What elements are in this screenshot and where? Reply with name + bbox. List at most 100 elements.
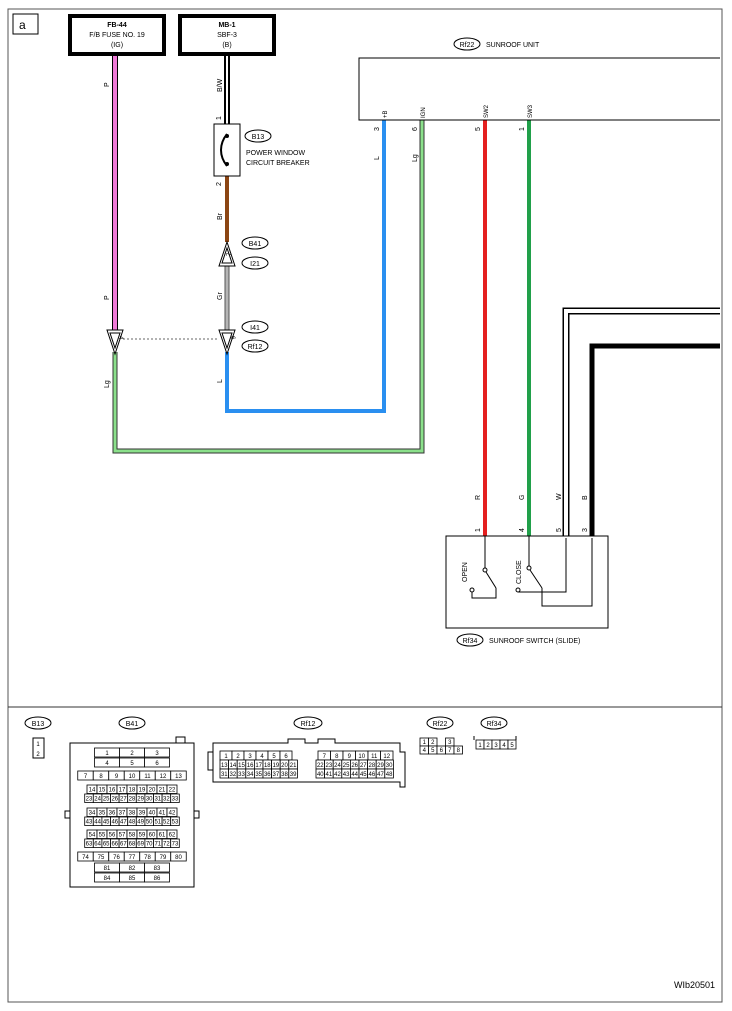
- b41-pin-32-label: 32: [163, 797, 170, 803]
- rf12-pin-29-label: 29: [377, 763, 384, 769]
- connector-i41-rf12: [218, 329, 236, 356]
- b41-pin-80-label: 80: [175, 855, 182, 861]
- b41-pin-26-label: 26: [111, 797, 118, 803]
- switch-open-label: OPEN: [462, 562, 469, 582]
- b41-pin-42-label: 42: [169, 811, 176, 817]
- rf12-pin-24-label: 24: [334, 763, 341, 769]
- wire-label-lg-left: Lg: [104, 380, 111, 388]
- fuse-mb1-code: MB-1: [218, 22, 235, 29]
- cv-b41-tag-oval: [118, 716, 146, 730]
- switch-internal-wiring: [469, 536, 593, 607]
- switch-pin-g: 4: [519, 528, 526, 532]
- b41-pin-44-label: 44: [94, 820, 101, 826]
- b41-pin-2-label: 2: [130, 751, 134, 757]
- b41-pin-38-label: 38: [129, 811, 136, 817]
- cv-rf12-tag-oval: [293, 716, 323, 730]
- fuse-mb1-sub: (B): [222, 42, 231, 49]
- b41-pin-4-label: 4: [105, 761, 109, 767]
- rf12-pin-23-label: 23: [326, 763, 333, 769]
- rf22-pin-1-label: 1: [423, 740, 427, 746]
- b41-pin-75-label: 75: [98, 855, 105, 861]
- b41-pin-5-label: 5: [130, 761, 134, 767]
- b41-pin-37-label: 37: [119, 811, 126, 817]
- rf34-pin-5-cell: [507, 739, 517, 750]
- wire-label-r: R: [475, 495, 482, 500]
- b41-pin-11-label: 11: [144, 774, 151, 780]
- rf34-pin-4-label: 4: [502, 743, 506, 749]
- b41-pin-7-label: 7: [84, 774, 88, 780]
- b41-pin-27-label: 27: [120, 797, 127, 803]
- b41-pin-18-label: 18: [129, 788, 136, 794]
- cv-b13-body: [32, 737, 45, 759]
- rf12-pin-48-cell: [384, 768, 394, 779]
- tag-i21: I21: [250, 261, 260, 268]
- b41-pin-54-label: 54: [89, 833, 96, 839]
- b41-pin-86-label: 86: [154, 876, 161, 882]
- rf12-pin-28-label: 28: [369, 763, 376, 769]
- b41-pin-22-label: 22: [169, 788, 176, 794]
- wire-label-l-left: L: [217, 379, 224, 383]
- rf12-pin-36-label: 36: [264, 772, 271, 778]
- rf34-pin-1-label: 1: [478, 743, 482, 749]
- rf22-pin-8-cell: [453, 745, 463, 755]
- b41-pin-53-label: 53: [172, 820, 179, 826]
- b41-pin-82-label: 82: [129, 866, 136, 872]
- rf22-pin-2-label: 2: [431, 740, 435, 746]
- b41-pin-25-label: 25: [103, 797, 110, 803]
- b41-pin-53-cell: [170, 816, 180, 826]
- switch-pin-b: 3: [582, 528, 589, 532]
- cv-rf22-tag-oval: [426, 716, 454, 730]
- b41-pin-30-label: 30: [146, 797, 153, 803]
- circuit-breaker-body: [213, 123, 241, 177]
- wire-label-l-right: L: [374, 156, 381, 160]
- wire-label-g: G: [519, 495, 526, 500]
- tag-b13-oval: [244, 129, 272, 143]
- b41-pin-74-label: 74: [82, 855, 89, 861]
- wire-label-bw: B/W: [217, 78, 224, 92]
- b41-pin-43-label: 43: [86, 820, 93, 826]
- wire-label-p-lower: P: [104, 295, 111, 300]
- b41-pin-83-label: 83: [154, 866, 161, 872]
- b41-pin-77-label: 77: [129, 855, 136, 861]
- fuse-fb44-name: F/B FUSE NO. 19: [89, 32, 145, 39]
- page-label-box: [12, 13, 39, 35]
- b41-pin-60-label: 60: [149, 833, 156, 839]
- rf12-pin: 6: [229, 336, 235, 340]
- rf12-pin-39-label: 39: [290, 772, 297, 778]
- b41-pin-15-label: 15: [99, 788, 106, 794]
- page-label: a: [19, 18, 26, 32]
- rf12-pin-9-label: 9: [348, 754, 352, 760]
- b41-pin-24-label: 24: [94, 797, 101, 803]
- b41-pin-73-label: 73: [172, 842, 179, 848]
- rf12-pin-40-label: 40: [317, 772, 324, 778]
- b41-pin-55-label: 55: [99, 833, 106, 839]
- unit-term-b: +B: [383, 110, 389, 118]
- rf12-pin-38-label: 38: [281, 772, 288, 778]
- cv-b41-tag: B41: [126, 721, 139, 728]
- b41-pin-78-label: 78: [144, 855, 151, 861]
- b41-pin-34-label: 34: [89, 811, 96, 817]
- b41-pin-52-label: 52: [163, 820, 170, 826]
- page-border: [7, 8, 723, 1003]
- b41-pin-33-cell: [170, 793, 180, 803]
- rf12-pin-12-label: 12: [383, 754, 390, 760]
- rf12-pin-41-label: 41: [326, 772, 333, 778]
- b41-pin-40-label: 40: [149, 811, 156, 817]
- b41-pin-9-label: 9: [115, 774, 119, 780]
- b41-pin-1-label: 1: [105, 751, 109, 757]
- cv-rf12-tag: Rf12: [301, 721, 316, 728]
- unit-pin-b: 3: [374, 127, 381, 131]
- sunroof-unit-name: SUNROOF UNIT: [486, 42, 540, 49]
- rf12-pin-22-label: 22: [317, 763, 324, 769]
- b41-pin-20-label: 20: [149, 788, 156, 794]
- cb-name-2: CIRCUIT BREAKER: [246, 160, 310, 167]
- unit-term-sw2: SW2: [484, 104, 490, 118]
- tag-i41-oval: [241, 320, 269, 334]
- wire-label-p-upper: P: [104, 82, 111, 87]
- rf12-pin-16-label: 16: [247, 763, 254, 769]
- b41-pin-51-label: 51: [154, 820, 161, 826]
- rf12-pin-2-label: 2: [236, 754, 240, 760]
- b41-pin-65-label: 65: [103, 842, 110, 848]
- b41-pin-58-label: 58: [129, 833, 136, 839]
